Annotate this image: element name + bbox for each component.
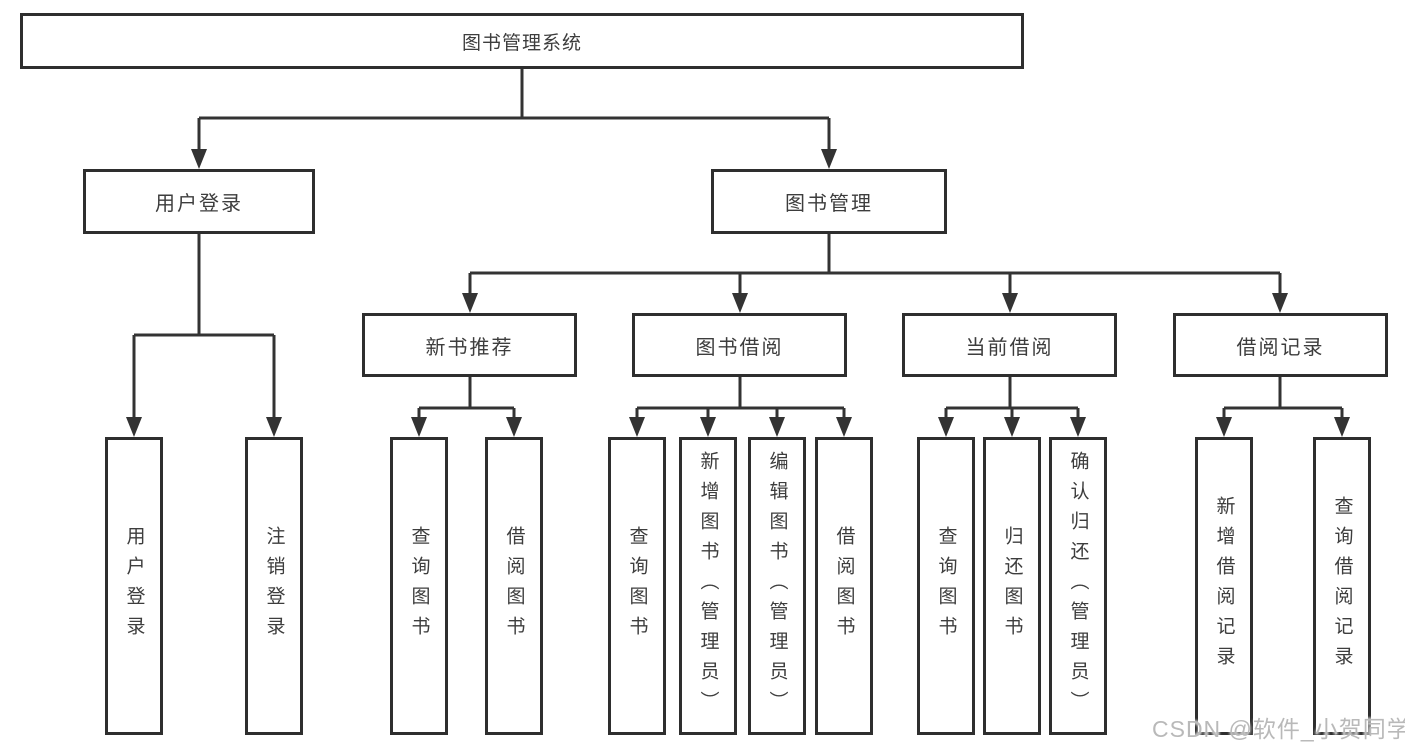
leaf-add-borrow-record-label: 新增借阅记录 bbox=[1213, 496, 1235, 676]
leaf-logout: 注销登录 bbox=[245, 437, 303, 735]
leaf-query-books-borrow-label: 查询图书 bbox=[626, 526, 648, 646]
node-borrow-records-label: 借阅记录 bbox=[1236, 336, 1325, 359]
connector-book-management bbox=[468, 234, 1282, 294]
node-book-management-label: 图书管理 bbox=[785, 193, 873, 215]
leaf-edit-book-admin: 编辑图书（管理员） bbox=[748, 437, 806, 735]
leaf-query-books-recommend: 查询图书 bbox=[390, 437, 448, 735]
leaf-edit-book-admin-label: 编辑图书（管理员） bbox=[766, 451, 788, 721]
leaf-borrow-books-recommend-label: 借阅图书 bbox=[503, 526, 525, 646]
connector-root-trunk bbox=[197, 69, 831, 150]
node-book-borrow: 图书借阅 bbox=[632, 313, 847, 377]
leaf-add-borrow-record: 新增借阅记录 bbox=[1195, 437, 1253, 735]
node-borrow-records: 借阅记录 bbox=[1173, 313, 1388, 377]
leaf-user-login: 用户登录 bbox=[105, 437, 163, 735]
connector-borrow-records bbox=[1222, 377, 1344, 418]
leaf-query-books-current: 查询图书 bbox=[917, 437, 975, 735]
leaf-confirm-return-admin: 确认归还（管理员） bbox=[1049, 437, 1107, 735]
leaf-borrow-books-recommend: 借阅图书 bbox=[485, 437, 543, 735]
node-root: 图书管理系统 bbox=[20, 13, 1024, 69]
node-new-book-recommend-label: 新书推荐 bbox=[425, 336, 514, 359]
node-root-label: 图书管理系统 bbox=[461, 32, 582, 54]
leaf-add-book-admin: 新增图书（管理员） bbox=[679, 437, 737, 735]
leaf-query-borrow-record-label: 查询借阅记录 bbox=[1331, 496, 1353, 676]
watermark: CSDN @软件_小贺同学 bbox=[1152, 716, 1405, 742]
node-user-login: 用户登录 bbox=[83, 169, 315, 234]
leaf-return-book-label: 归还图书 bbox=[1001, 526, 1023, 646]
leaf-borrow-books-label: 借阅图书 bbox=[833, 526, 855, 646]
connector-new-book-recommend bbox=[417, 377, 516, 418]
node-new-book-recommend: 新书推荐 bbox=[362, 313, 577, 377]
node-current-borrow: 当前借阅 bbox=[902, 313, 1117, 377]
arrowheads bbox=[126, 149, 1350, 437]
leaf-confirm-return-admin-label: 确认归还（管理员） bbox=[1067, 451, 1089, 721]
leaf-query-borrow-record: 查询借阅记录 bbox=[1313, 437, 1371, 735]
connector-book-borrow bbox=[635, 377, 846, 418]
connector-user-login bbox=[132, 234, 276, 418]
leaf-return-book: 归还图书 bbox=[983, 437, 1041, 735]
leaf-add-book-admin-label: 新增图书（管理员） bbox=[697, 451, 719, 721]
leaf-user-login-label: 用户登录 bbox=[123, 526, 145, 646]
node-book-management: 图书管理 bbox=[711, 169, 947, 234]
connector-current-borrow bbox=[944, 377, 1080, 418]
node-current-borrow-label: 当前借阅 bbox=[965, 336, 1054, 359]
leaf-query-books-recommend-label: 查询图书 bbox=[408, 526, 430, 646]
leaf-query-books-current-label: 查询图书 bbox=[935, 526, 957, 646]
leaf-borrow-books: 借阅图书 bbox=[815, 437, 873, 735]
leaf-logout-label: 注销登录 bbox=[263, 526, 285, 646]
leaf-query-books-borrow: 查询图书 bbox=[608, 437, 666, 735]
node-user-login-label: 用户登录 bbox=[155, 193, 243, 215]
node-book-borrow-label: 图书借阅 bbox=[695, 336, 784, 359]
